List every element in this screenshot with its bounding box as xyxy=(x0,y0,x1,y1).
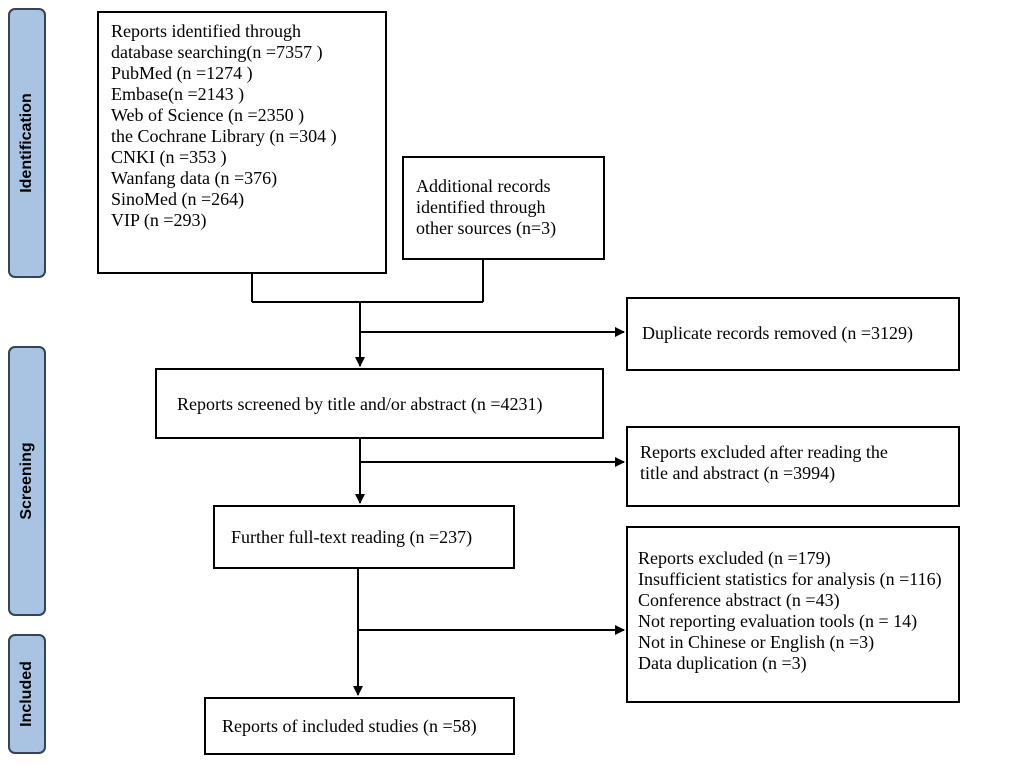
database-search-line: CNKI (n =353 ) xyxy=(111,147,227,167)
database-search-line: Reports identified through xyxy=(111,21,301,41)
included-box: Reports of included studies (n =58) xyxy=(204,697,515,755)
excluded-full-text-line: Insufficient statistics for analysis (n … xyxy=(638,569,942,589)
other-sources-line: identified through xyxy=(416,197,546,217)
database-search-line: database searching(n =7357 ) xyxy=(111,42,323,62)
database-search-line: PubMed (n =1274 ) xyxy=(111,63,253,83)
screened-text: Reports screened by title and/or abstrac… xyxy=(177,394,543,414)
included-text: Reports of included studies (n =58) xyxy=(222,716,477,736)
screened-box: Reports screened by title and/or abstrac… xyxy=(155,368,604,439)
phase-included: Included xyxy=(8,634,46,754)
excluded-full-text-box: Reports excluded (n =179)Insufficient st… xyxy=(626,526,960,703)
database-search-line: the Cochrane Library (n =304 ) xyxy=(111,126,337,146)
database-search-line: SinoMed (n =264) xyxy=(111,189,245,209)
phase-identification: Identification xyxy=(8,8,46,278)
duplicates-removed-text: Duplicate records removed (n =3129) xyxy=(642,323,914,343)
excluded-full-text-line: Conference abstract (n =43) xyxy=(638,590,840,610)
other-sources-line: Additional records xyxy=(416,176,551,196)
excluded-title-abstract-line: title and abstract (n =3994) xyxy=(640,463,836,483)
database-search-line: Web of Science (n =2350 ) xyxy=(111,105,305,125)
database-search-line: Wanfang data (n =376) xyxy=(111,168,278,188)
excluded-full-text-line: Data duplication (n =3) xyxy=(638,653,807,673)
full-text-text: Further full-text reading (n =237) xyxy=(231,527,473,547)
excluded-full-text-line: Not reporting evaluation tools (n = 14) xyxy=(638,611,918,631)
excluded-full-text-line: Reports excluded (n =179) xyxy=(638,548,831,568)
database-search-line: Embase(n =2143 ) xyxy=(111,84,245,104)
phase-screening: Screening xyxy=(8,346,46,616)
excluded-full-text-lines: Reports excluded (n =179)Insufficient st… xyxy=(638,548,948,674)
full-text-box: Further full-text reading (n =237) xyxy=(213,505,515,569)
other-sources-line: other sources (n=3) xyxy=(416,218,557,238)
excluded-full-text-line: Not in Chinese or English (n =3) xyxy=(638,632,875,652)
duplicates-removed-box: Duplicate records removed (n =3129) xyxy=(626,297,960,371)
database-search-line: VIP (n =293) xyxy=(111,210,207,230)
excluded-title-abstract-line: Reports excluded after reading the xyxy=(640,442,888,462)
